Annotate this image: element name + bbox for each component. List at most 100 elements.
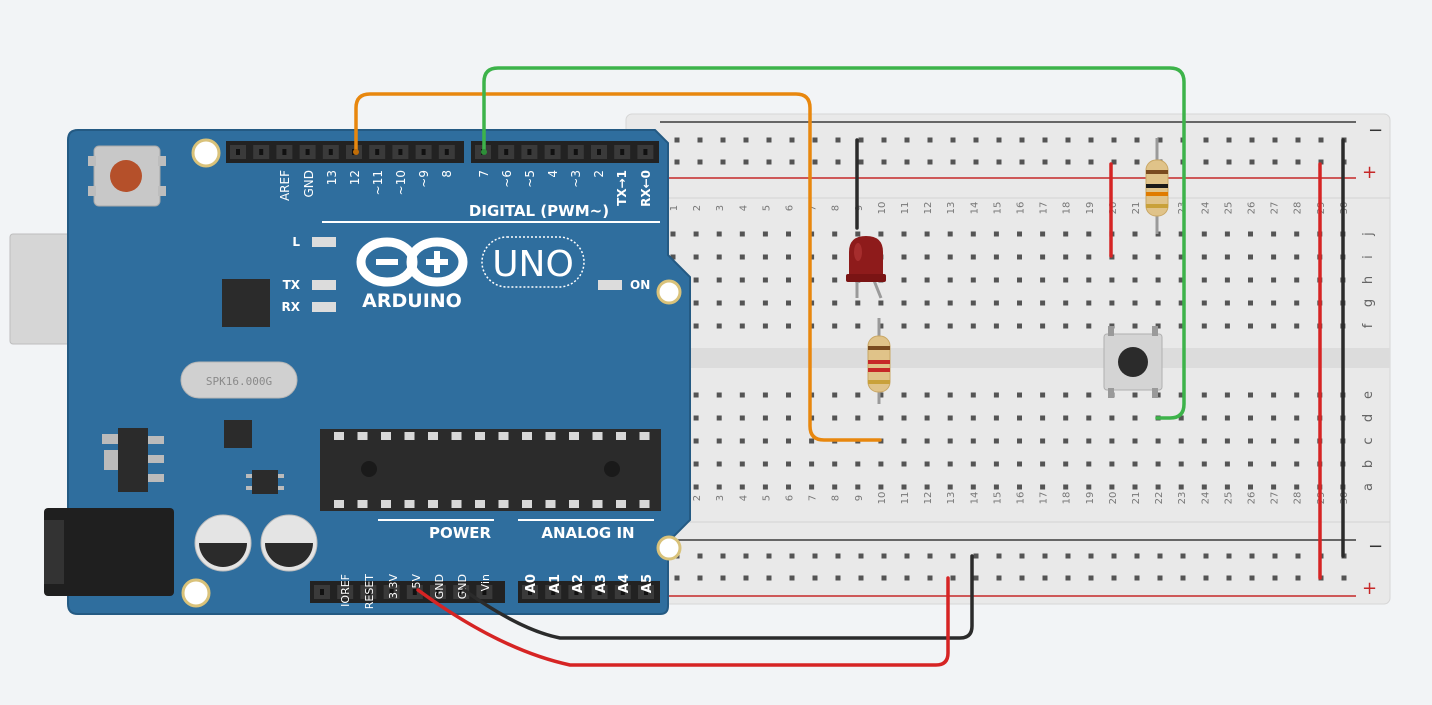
breadboard-hole[interactable] [855,392,861,398]
rail-hole[interactable] [697,137,703,143]
breadboard-hole[interactable] [1294,300,1300,306]
breadboard-hole[interactable] [762,438,768,444]
rail-hole[interactable] [1157,575,1163,581]
breadboard-hole[interactable] [1155,300,1161,306]
breadboard-hole[interactable] [1086,254,1092,260]
rail-hole[interactable] [1042,159,1048,165]
breadboard-hole[interactable] [901,461,907,467]
push-button-cap[interactable] [1118,347,1148,377]
rail-hole[interactable] [973,575,979,581]
push-button[interactable] [1103,326,1163,398]
rail-hole[interactable] [697,575,703,581]
breadboard-hole[interactable] [1201,415,1207,421]
breadboard-hole[interactable] [693,254,699,260]
breadboard-hole[interactable] [716,438,722,444]
breadboard-hole[interactable] [1178,484,1184,490]
rail-hole[interactable] [1295,137,1301,143]
breadboard-hole[interactable] [693,461,699,467]
breadboard-hole[interactable] [878,300,884,306]
breadboard-hole[interactable] [762,254,768,260]
rail-hole[interactable] [996,137,1002,143]
rail-hole[interactable] [904,159,910,165]
rail-hole[interactable] [789,159,795,165]
rail-hole[interactable] [996,553,1002,559]
rail-hole[interactable] [996,159,1002,165]
breadboard-hole[interactable] [1155,277,1161,283]
breadboard-hole[interactable] [739,392,745,398]
breadboard-hole[interactable] [1294,438,1300,444]
breadboard-hole[interactable] [1224,484,1230,490]
rail-hole[interactable] [743,553,749,559]
breadboard-hole[interactable] [855,231,861,237]
breadboard-hole[interactable] [832,254,838,260]
rail-hole[interactable] [1226,553,1232,559]
breadboard-hole[interactable] [1224,392,1230,398]
breadboard-hole[interactable] [762,392,768,398]
breadboard-hole[interactable] [1132,415,1138,421]
breadboard-hole[interactable] [924,323,930,329]
rail-hole[interactable] [789,575,795,581]
breadboard-hole[interactable] [739,415,745,421]
breadboard-hole[interactable] [1248,392,1253,398]
breadboard-hole[interactable] [1086,231,1092,237]
breadboard-hole[interactable] [878,461,884,467]
breadboard-hole[interactable] [786,484,791,490]
breadboard-hole[interactable] [716,231,722,237]
breadboard-hole[interactable] [786,277,791,283]
rail-hole[interactable] [1226,575,1232,581]
breadboard-hole[interactable] [924,415,930,421]
breadboard-hole[interactable] [901,231,907,237]
breadboard-hole[interactable] [970,323,976,329]
breadboard-hole[interactable] [1086,392,1092,398]
breadboard-hole[interactable] [786,323,791,329]
rail-hole[interactable] [1226,159,1232,165]
rail-hole[interactable] [835,159,841,165]
breadboard-hole[interactable] [1063,300,1069,306]
breadboard-hole[interactable] [878,392,884,398]
rail-hole[interactable] [1111,575,1117,581]
breadboard-hole[interactable] [809,484,815,490]
rail-hole[interactable] [973,553,979,559]
breadboard-hole[interactable] [924,438,930,444]
rail-hole[interactable] [927,553,933,559]
breadboard-hole[interactable] [970,231,976,237]
breadboard-hole[interactable] [947,461,953,467]
rail-hole[interactable] [1272,159,1278,165]
breadboard-hole[interactable] [1040,231,1046,237]
rail-hole[interactable] [743,137,749,143]
breadboard-hole[interactable] [947,415,953,421]
breadboard-hole[interactable] [762,484,768,490]
rail-hole[interactable] [996,575,1002,581]
breadboard-hole[interactable] [1132,254,1138,260]
breadboard-hole[interactable] [970,461,976,467]
rail-hole[interactable] [1065,159,1071,165]
breadboard-hole[interactable] [924,484,930,490]
breadboard-hole[interactable] [1271,231,1277,237]
breadboard-hole[interactable] [1017,392,1022,398]
breadboard-hole[interactable] [1040,323,1046,329]
breadboard-hole[interactable] [1178,254,1184,260]
rail-hole[interactable] [950,575,956,581]
breadboard-hole[interactable] [786,300,791,306]
breadboard-hole[interactable] [947,438,953,444]
breadboard-hole[interactable] [1017,323,1022,329]
breadboard-hole[interactable] [1155,392,1161,398]
breadboard-hole[interactable] [693,300,699,306]
rail-hole[interactable] [835,575,841,581]
rail-hole[interactable] [1042,553,1048,559]
rail-hole[interactable] [789,137,795,143]
breadboard-hole[interactable] [1248,300,1253,306]
breadboard-hole[interactable] [1248,254,1253,260]
rail-hole[interactable] [1042,137,1048,143]
breadboard-hole[interactable] [924,461,930,467]
rail-hole[interactable] [1019,159,1025,165]
breadboard-hole[interactable] [1294,254,1300,260]
rail-hole[interactable] [812,159,818,165]
breadboard-hole[interactable] [716,323,722,329]
rail-hole[interactable] [674,159,680,165]
breadboard-hole[interactable] [924,231,930,237]
rail-hole[interactable] [812,137,818,143]
breadboard-hole[interactable] [786,254,791,260]
breadboard-hole[interactable] [855,323,861,329]
rail-hole[interactable] [1249,159,1255,165]
